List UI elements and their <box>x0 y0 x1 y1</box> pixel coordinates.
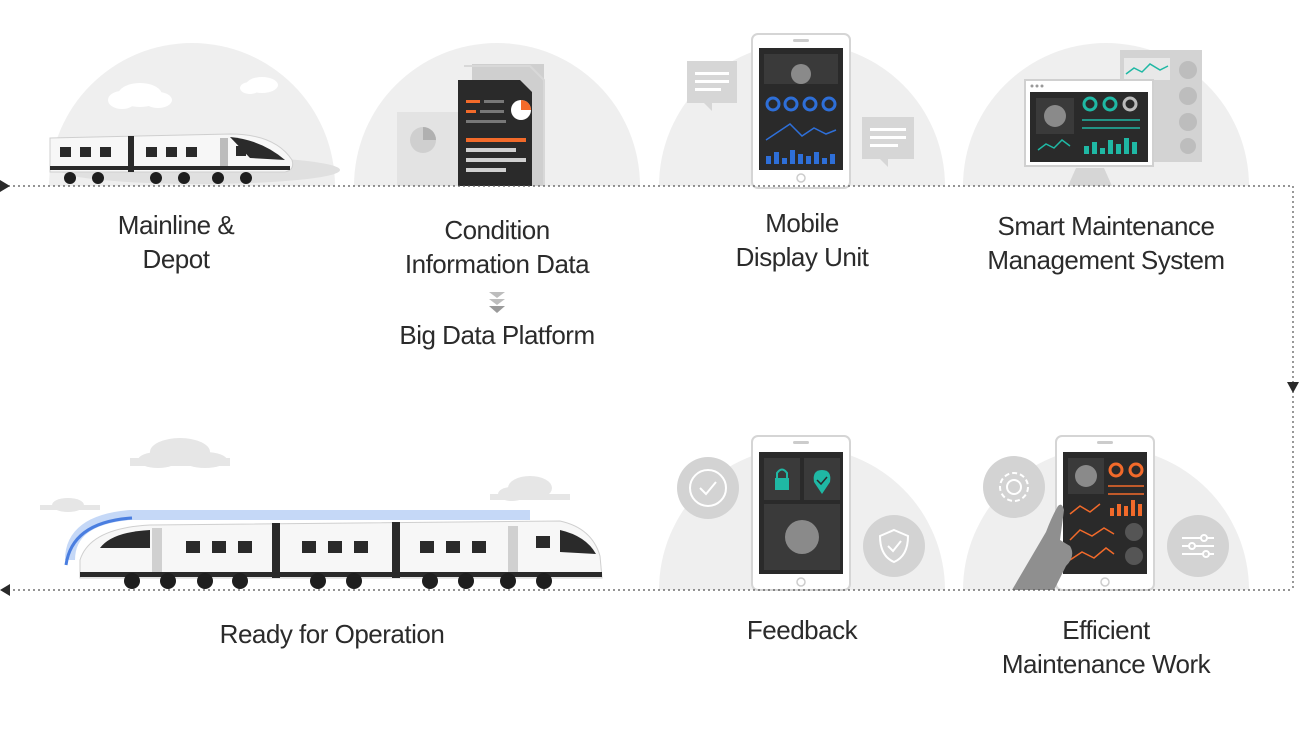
train-icon <box>49 133 340 184</box>
document-icon <box>397 64 545 186</box>
lock-icon <box>775 468 789 490</box>
chat-icon <box>862 117 914 167</box>
label-line: Condition <box>444 215 550 245</box>
label-line: Display Unit <box>735 242 869 272</box>
dome-mainline <box>49 43 335 186</box>
cloud-icon <box>108 77 278 109</box>
label-feedback: Feedback <box>702 613 902 647</box>
label-ready-for-operation: Ready for Operation <box>182 617 482 651</box>
label-line: Maintenance Work <box>1001 649 1211 679</box>
arrow-right-icon <box>0 180 10 192</box>
down-arrow-icon <box>489 292 505 313</box>
label-line: Mainline & <box>117 210 235 240</box>
gear-icon <box>983 456 1045 518</box>
monitor-icon <box>1024 50 1202 186</box>
label-big-data-platform: Big Data Platform <box>357 318 637 352</box>
tablet-icon <box>1055 435 1155 591</box>
label-mobile-display: Mobile Display Unit <box>692 206 912 274</box>
label-condition-data: Condition Information Data <box>367 213 627 281</box>
label-line: Efficient <box>1062 615 1150 645</box>
label-line: Depot <box>142 244 210 274</box>
cloud-icon <box>40 438 570 512</box>
hand-icon <box>1012 504 1073 590</box>
label-line: Feedback <box>746 615 858 645</box>
tablet-icon <box>751 33 851 189</box>
check-icon <box>677 457 739 519</box>
arrow-down-icon <box>1287 382 1299 393</box>
label-mainline-depot: Mainline & Depot <box>76 208 276 276</box>
shield-icon <box>863 515 925 577</box>
label-line: Management System <box>987 245 1225 275</box>
label-smart-maintenance: Smart Maintenance Management System <box>960 209 1252 277</box>
tablet-icon <box>751 435 851 591</box>
sliders-icon <box>1167 515 1229 577</box>
chat-icon <box>687 61 737 111</box>
label-efficient-maintenance: Efficient Maintenance Work <box>975 613 1237 681</box>
label-line: Smart Maintenance <box>997 211 1215 241</box>
label-line: Mobile <box>765 208 839 238</box>
label-line: Information Data <box>404 249 590 279</box>
label-line: Big Data Platform <box>399 320 595 350</box>
location-icon <box>813 470 831 494</box>
arrow-left-icon <box>0 584 10 596</box>
label-line: Ready for Operation <box>219 619 445 649</box>
train-icon <box>64 510 603 589</box>
